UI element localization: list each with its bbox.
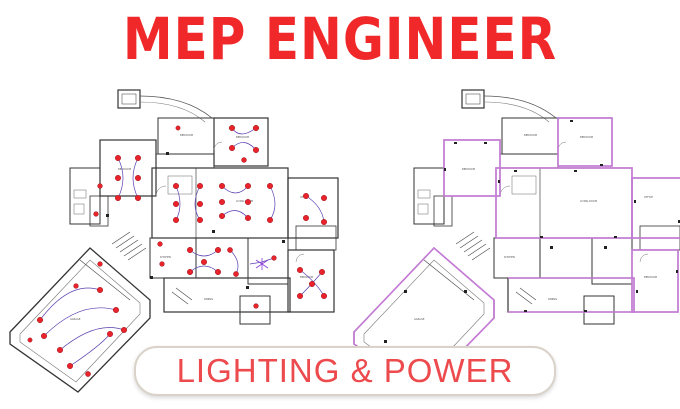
lighting-plan	[9, 89, 339, 393]
main-title: MEP ENGINEER	[122, 6, 558, 73]
power-plan	[353, 89, 680, 394]
subtitle-banner: LIGHTING & POWER	[134, 346, 556, 396]
subtitle-text: LIGHTING & POWER	[176, 352, 514, 389]
